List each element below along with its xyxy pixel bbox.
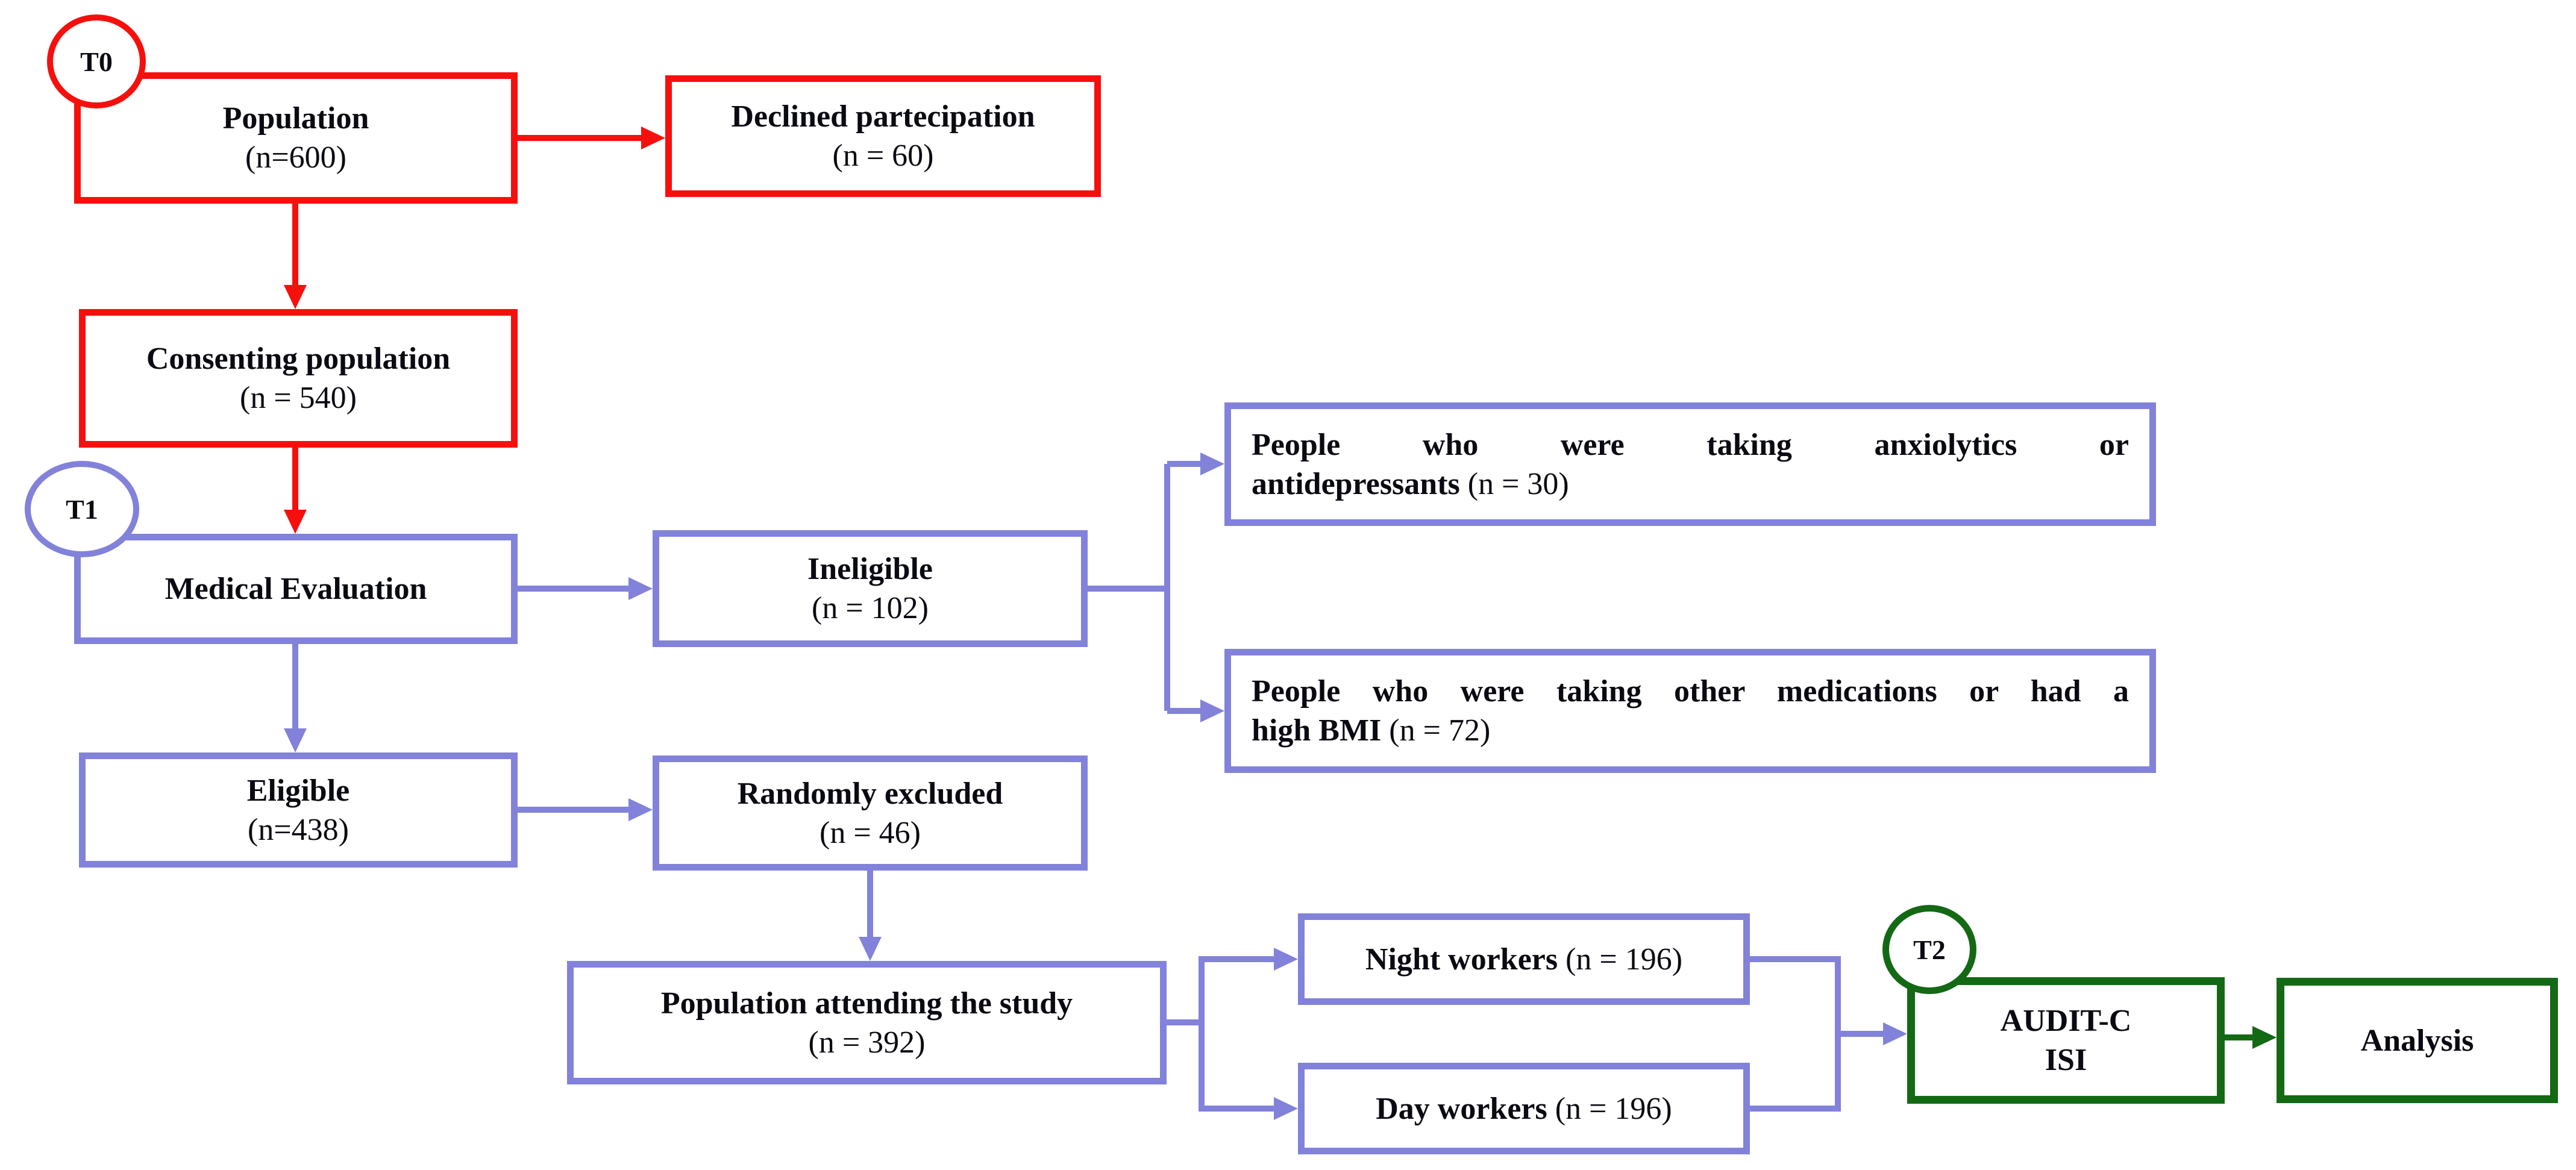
node-bmi-line2: high BMI (n = 72) [1252, 713, 1491, 748]
node-night-workers-line: Night workers (n = 196) [1365, 942, 1683, 977]
node-bmi-line1: People who were taking other medications… [1252, 674, 2129, 709]
node-medical-evaluation: Medical Evaluation [74, 534, 518, 644]
node-eligible-label: Eligible [246, 773, 350, 808]
node-attending-n: (n = 392) [808, 1025, 926, 1060]
arrowhead-medical-ineligible-icon [628, 577, 653, 600]
node-population-label: Population [222, 101, 369, 136]
connector-medical-eligible [292, 644, 298, 728]
connector-split-day [1202, 1106, 1274, 1112]
timepoint-t2-label: T2 [1913, 934, 1946, 965]
node-anxiolytics-exclusion: People who were taking anxiolytics or an… [1224, 402, 2156, 526]
node-attending-label: Population attending the study [660, 986, 1073, 1021]
connector-randomly-attending [867, 871, 873, 937]
connector-branch-anxiolytics [1167, 461, 1200, 467]
node-anxiolytics-line1: People who were taking anxiolytics or [1252, 427, 2129, 462]
node-ineligible-label: Ineligible [807, 552, 933, 586]
connector-ineligible-branch [1088, 586, 1170, 592]
connector-merge-audit [1838, 1031, 1883, 1037]
node-randomly-excluded: Randomly excluded (n = 46) [653, 755, 1088, 871]
arrowhead-eligible-randomly-icon [628, 798, 653, 821]
node-population-attending: Population attending the study (n = 392) [567, 961, 1167, 1084]
connector-branch-bmi [1167, 708, 1200, 714]
connector-night-merge [1750, 956, 1841, 962]
connector-medical-ineligible [518, 586, 628, 592]
connector-attending-split [1167, 1019, 1205, 1025]
arrowhead-branch-anxiolytics-icon [1200, 452, 1224, 475]
timepoint-t0-label: T0 [80, 46, 113, 77]
connector-population-declined [518, 135, 641, 141]
arrowhead-medical-eligible-icon [284, 728, 307, 752]
timepoint-t1-label: T1 [66, 493, 98, 525]
node-audit-line2: ISI [2045, 1043, 2087, 1077]
node-eligible-n: (n=438) [248, 812, 349, 847]
arrowhead-branch-bmi-icon [1200, 699, 1224, 722]
node-audit-line1: AUDIT-C [2000, 1004, 2132, 1038]
node-declined-partecipation: Declined partecipation (n = 60) [665, 75, 1101, 197]
arrowhead-consenting-medical-icon [284, 510, 307, 534]
connector-eligible-randomly [518, 807, 628, 813]
node-night-workers: Night workers (n = 196) [1298, 913, 1750, 1005]
connector-day-merge [1750, 1106, 1841, 1112]
node-analysis: Analysis [2277, 978, 2558, 1103]
node-consenting-label: Consenting population [146, 342, 451, 376]
timepoint-t0-circle: T0 [47, 14, 146, 108]
arrowhead-population-declined-icon [641, 127, 665, 149]
connector-consenting-medical [292, 448, 298, 510]
node-declined-label: Declined partecipation [731, 99, 1035, 134]
node-analysis-label: Analysis [2360, 1023, 2474, 1058]
arrowhead-audit-analysis-icon [2252, 1026, 2277, 1049]
arrowhead-merge-audit-icon [1883, 1022, 1907, 1045]
node-randomly-excluded-label: Randomly excluded [737, 776, 1003, 811]
node-ineligible: Ineligible (n = 102) [653, 530, 1088, 647]
connector-audit-analysis [2225, 1034, 2252, 1040]
node-medical-label: Medical Evaluation [165, 572, 427, 606]
timepoint-t2-circle: T2 [1882, 905, 1976, 994]
node-day-workers: Day workers (n = 196) [1298, 1063, 1750, 1154]
node-eligible: Eligible (n=438) [79, 752, 518, 868]
node-consenting-n: (n = 540) [240, 381, 357, 415]
connector-ineligible-branch-vertical [1164, 464, 1170, 711]
node-day-workers-line: Day workers (n = 196) [1376, 1091, 1672, 1126]
connector-attending-split-vertical [1199, 956, 1205, 1112]
connector-population-consenting [292, 204, 298, 285]
connector-split-night [1202, 956, 1274, 962]
node-audit-c-isi: AUDIT-C ISI [1907, 977, 2225, 1104]
arrowhead-randomly-attending-icon [859, 937, 882, 961]
node-population-n: (n=600) [245, 140, 346, 175]
arrowhead-split-night-icon [1274, 948, 1298, 971]
node-population: Population (n=600) [74, 72, 518, 204]
node-declined-n: (n = 60) [832, 139, 934, 173]
node-medications-bmi-exclusion: People who were taking other medications… [1224, 649, 2156, 773]
node-randomly-excluded-n: (n = 46) [819, 815, 921, 850]
timepoint-t1-circle: T1 [25, 461, 139, 557]
arrowhead-split-day-icon [1274, 1097, 1298, 1120]
node-ineligible-n: (n = 102) [812, 591, 929, 625]
node-consenting-population: Consenting population (n = 540) [79, 309, 518, 448]
node-anxiolytics-line2: antidepressants (n = 30) [1252, 466, 1569, 501]
arrowhead-population-consenting-icon [284, 285, 307, 309]
